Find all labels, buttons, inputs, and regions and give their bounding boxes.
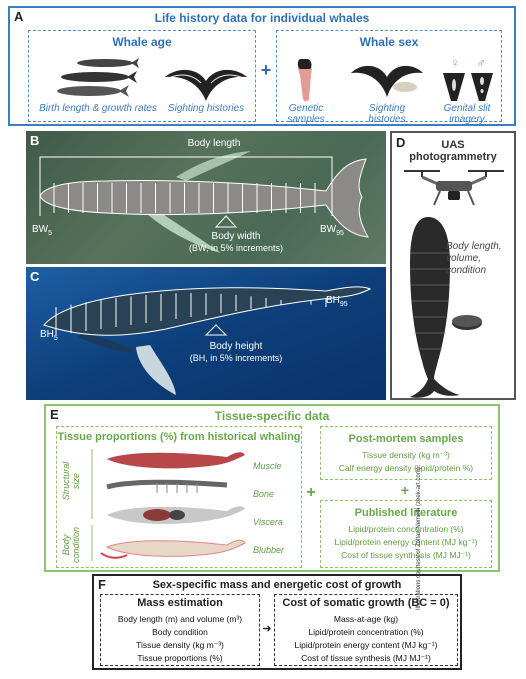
bw95-sub: 95 xyxy=(336,230,344,237)
whale-dorsal-view xyxy=(39,151,369,253)
body-width-sub-label: (BW, in 5% increments) xyxy=(188,243,284,253)
body-width-lines xyxy=(53,183,316,213)
literature-box: Published literature Lipid/protein conce… xyxy=(320,500,492,568)
body-height-lines xyxy=(55,293,327,335)
body-length-label: Body length xyxy=(187,138,241,149)
disc-icon xyxy=(452,315,482,330)
panel-e-title: Tissue-specific data xyxy=(214,409,330,423)
panel-e-plus-2: + xyxy=(400,482,410,498)
whale-sex-title: Whale sex xyxy=(359,35,419,49)
uas-caption-2: volume, xyxy=(446,253,482,264)
bw5-sub: 5 xyxy=(48,230,53,237)
condition-bracket xyxy=(91,525,93,561)
cost-item-2: Lipid/protein concentration (%) xyxy=(308,627,424,637)
muscle-label: Muscle xyxy=(253,461,282,471)
literature-title: Published literature xyxy=(354,507,458,519)
sex-sighting-label: Sighting histories xyxy=(368,103,406,125)
lit-item-2: Lipid/protein energy content (MJ kg⁻¹) xyxy=(334,537,478,547)
whale-fluke-icon xyxy=(165,69,247,101)
genital-slit-label: Genital slit imagery xyxy=(443,103,491,125)
bw5-label: BW5 xyxy=(32,224,56,239)
illustration-credit: Illustrations courtesy of Zoltan Nemeth … xyxy=(416,467,422,610)
bh5-text: BH xyxy=(40,329,54,340)
calf-energy-item: Calf energy density (lipid/protein %) xyxy=(338,463,474,473)
genetic-sample-icon xyxy=(297,59,312,102)
bone-label: Bone xyxy=(253,489,275,499)
panel-d-letter: D xyxy=(396,135,406,150)
structural-bracket xyxy=(91,449,93,519)
panel-a-title: Life history data for individual whales xyxy=(154,11,370,25)
panel-a: A Life history data for individual whale… xyxy=(8,6,516,126)
bh95-label: BH95 xyxy=(326,295,356,310)
tissue-density-item: Tissue density (kg m⁻³) xyxy=(362,450,450,460)
panel-f-letter: F xyxy=(98,577,106,592)
male-symbol-icon: ♂ xyxy=(476,55,486,70)
whale-sex-box: Whale sex ♀ ♂ Genetic samples Sighting h… xyxy=(276,30,502,125)
panel-d: D UAS photogrammetry Body length, volume… xyxy=(390,131,516,400)
tissue-proportions-box: Tissue proportions (%) from historical w… xyxy=(56,426,302,568)
panel-e: E Tissue-specific data Tissue proportion… xyxy=(44,404,500,572)
humpback-whales-icon xyxy=(57,58,139,97)
mass-item-1: Body length (m) and volume (m³) xyxy=(117,614,243,624)
panel-e-plus-1: + xyxy=(306,484,316,501)
sex-fluke-icon xyxy=(351,65,423,97)
panel-f-title: Sex-specific mass and energetic cost of … xyxy=(152,579,402,591)
viscera-label: Viscera xyxy=(253,517,283,527)
mass-item-2: Body condition xyxy=(152,627,208,637)
cost-item-3: Lipid/protein energy content (MJ kg⁻¹) xyxy=(294,640,438,650)
bh95-sub: 95 xyxy=(339,301,348,308)
bw95-text: BW xyxy=(320,224,337,235)
bh95-text: BH xyxy=(326,295,340,306)
genital-slit-icon xyxy=(443,73,493,101)
bw5-text: BW xyxy=(32,224,49,235)
female-symbol-icon: ♀ xyxy=(450,55,460,70)
genetic-samples-label: Genetic samples xyxy=(287,103,325,125)
lit-item-3: Cost of tissue synthesis (MJ MJ⁻¹) xyxy=(341,550,471,560)
panel-b-photo: B Body length BW5 BW95 Body width (BW, i… xyxy=(26,131,386,264)
panel-c-letter: C xyxy=(30,269,40,284)
mass-item-4: Tissue proportions (%) xyxy=(137,653,223,663)
lit-item-1: Lipid/protein concentration (%) xyxy=(348,524,464,534)
panel-e-letter: E xyxy=(50,407,59,422)
tissue-proportions-title: Tissue proportions (%) from historical w… xyxy=(57,431,301,443)
bh5-sub: 5 xyxy=(53,335,58,342)
postmortem-title: Post-mortem samples xyxy=(348,433,464,445)
age-sighting-label: Sighting histories xyxy=(167,103,245,114)
cost-item-1: Mass-at-age (kg) xyxy=(333,614,399,624)
whale-silhouette-icon xyxy=(410,217,460,398)
uas-caption-3: condition xyxy=(446,265,487,276)
panel-f: F Sex-specific mass and energetic cost o… xyxy=(92,574,462,670)
body-condition-label: Body condition xyxy=(61,526,81,564)
bw95-label: BW95 xyxy=(320,224,350,239)
panel-b-letter: B xyxy=(30,133,40,148)
whale-age-title: Whale age xyxy=(112,35,172,49)
drone-icon xyxy=(404,170,504,206)
tissue-layers-illustration xyxy=(100,452,246,559)
cost-growth-title: Cost of somatic growth (BC = 0) xyxy=(282,597,450,609)
uas-caption-1: Body length, xyxy=(446,241,502,252)
mass-estimation-title: Mass estimation xyxy=(137,597,223,609)
arrow-icon: ➜ xyxy=(262,623,272,635)
whale-age-box: Whale age Birth length & growth rates Si… xyxy=(28,30,256,122)
uas-title-2: photogrammetry xyxy=(409,151,497,163)
bh5-label: BH5 xyxy=(40,329,70,344)
cost-item-4: Cost of tissue synthesis (MJ MJ⁻¹) xyxy=(301,653,431,663)
body-width-label: Body width xyxy=(211,231,261,242)
mass-item-3: Tissue density (kg m⁻³) xyxy=(136,640,224,650)
uas-caption: Body length, volume, condition xyxy=(446,241,516,277)
blubber-label: Blubber xyxy=(253,545,285,555)
panel-c-photo: C BH5 BH95 Body height (BH, in 5% increm… xyxy=(26,267,386,400)
structural-size-label: Structural size xyxy=(61,461,81,501)
whale-lateral-view xyxy=(43,286,372,395)
panel-a-letter: A xyxy=(14,9,24,24)
postmortem-box: Post-mortem samples Tissue density (kg m… xyxy=(320,426,492,480)
birth-length-label: Birth length & growth rates xyxy=(39,103,157,114)
mass-estimation-box: Mass estimation Body length (m) and volu… xyxy=(100,594,260,666)
cost-growth-box: Cost of somatic growth (BC = 0) Mass-at-… xyxy=(274,594,458,666)
uas-title-1: UAS xyxy=(441,139,465,151)
body-height-label: Body height xyxy=(209,341,263,352)
panel-a-plus: + xyxy=(260,60,272,80)
body-height-sub-label: (BH, in 5% increments) xyxy=(189,353,283,363)
